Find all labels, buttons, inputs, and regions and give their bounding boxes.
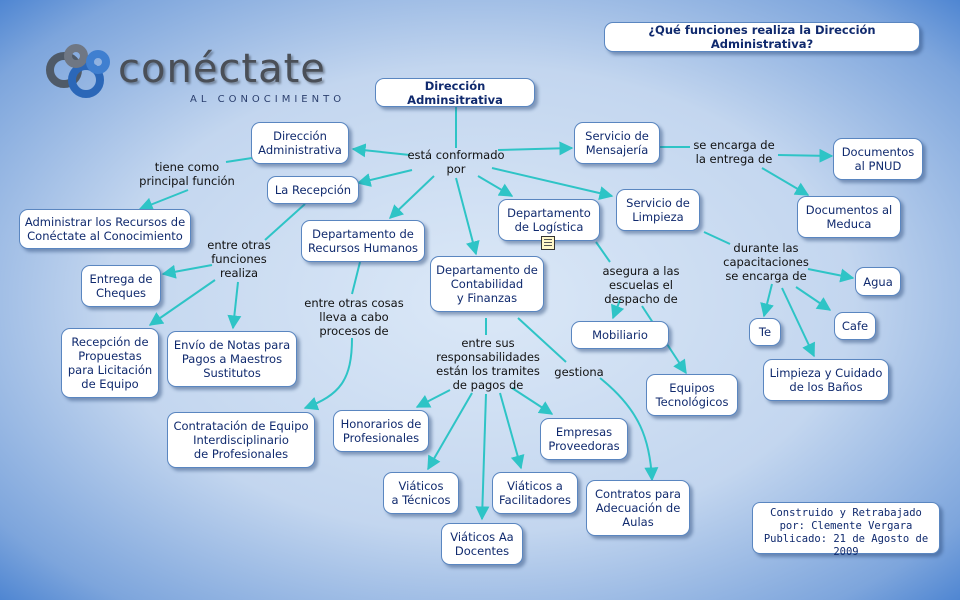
concept-limpieza[interactable]: Servicio de Limpieza [616,189,700,231]
concept-honorarios[interactable]: Honorarios de Profesionales [333,410,429,452]
concept-contratacion[interactable]: Contratación de Equipo Interdisciplinari… [167,412,315,468]
link-entre-otras-funciones: entre otras funciones realiza [207,238,271,280]
concept-documentos-meduca[interactable]: Documentos al Meduca [797,196,901,238]
logo-wordmark: conéctate [118,46,326,92]
link-entre-sus-responsabilidades: entre sus responsabilidades están los tr… [436,336,540,392]
concept-contabilidad[interactable]: Departamento de Contabilidad y Finanzas [430,256,544,312]
link-entre-otras-cosas: entre otras cosas lleva a cabo procesos … [304,296,404,338]
concept-cafe[interactable]: Cafe [834,312,876,340]
concept-agua[interactable]: Agua [855,267,901,296]
concept-envio-notas[interactable]: Envío de Notas para Pagos a Maestros Sus… [167,331,297,387]
logo-subtitle: AL CONOCIMIENTO [190,94,346,105]
link-asegura: asegura a las escuelas el despacho de [602,264,680,306]
credit-box: Construido y Retrabajado por: Clemente V… [752,502,940,558]
concept-recepcion-propuestas[interactable]: Recepción de Propuestas para Licitación … [61,328,159,398]
link-esta-conformado: está conformado por [407,148,505,176]
concept-administrar-recursos[interactable]: Administrar los Recursos de Conéctate al… [19,209,191,249]
credit-line-3: Publicado: 21 de Agosto de 2009 [763,533,929,558]
link-se-encarga: se encarga de la entrega de [693,138,775,166]
concept-equipos-tecnologicos[interactable]: Equipos Tecnológicos [646,374,738,416]
document-icon[interactable] [541,236,555,250]
concept-contratos-aulas[interactable]: Contratos para Adecuación de Aulas [586,480,690,536]
chain-link-icon [46,44,110,98]
concept-direccion-administrativa[interactable]: Dirección Administrativa [251,122,349,164]
concept-limpieza-banos[interactable]: Limpieza y Cuidado de los Baños [763,359,889,401]
concept-mobiliario[interactable]: Mobiliario [571,321,669,349]
concept-recepcion[interactable]: La Recepción [267,176,359,204]
concept-documentos-pnud[interactable]: Documentos al PNUD [833,138,923,180]
concept-te[interactable]: Te [749,318,781,346]
concept-viaticos-tecnicos[interactable]: Viáticos a Técnicos [383,472,459,514]
question-title: ¿Qué funciones realiza la Dirección Admi… [604,22,920,52]
concept-root[interactable]: Dirección Adminsitrativa [375,78,535,107]
conectate-logo: conéctate AL CONOCIMIENTO [40,40,360,120]
concept-empresas-proveedoras[interactable]: Empresas Proveedoras [540,418,628,460]
concept-entrega-cheques[interactable]: Entrega de Cheques [81,265,161,307]
link-durante-capacitaciones: durante las capacitaciones se encarga de [723,241,809,283]
credit-line-1: Construido y Retrabajado [770,507,922,519]
concept-rrhh[interactable]: Departamento de Recursos Humanos [301,220,425,262]
concept-viaticos-facilitadores[interactable]: Viáticos a Facilitadores [492,472,578,514]
credit-line-2: por: Clemente Vergara [779,520,913,532]
concept-viaticos-docentes[interactable]: Viáticos Aa Docentes [441,523,523,565]
concept-logistica[interactable]: Departamento de Logística [498,199,600,241]
link-gestiona: gestiona [554,365,604,379]
concept-mensajeria[interactable]: Servicio de Mensajería [574,122,660,164]
link-tiene-como: tiene como principal función [139,160,235,188]
